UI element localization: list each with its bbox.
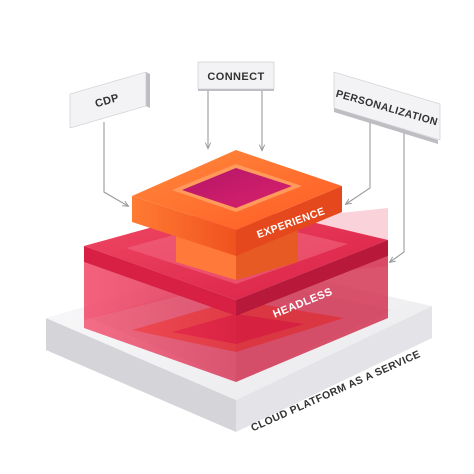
personalization-tag-face xyxy=(333,71,441,141)
headless-front-right xyxy=(236,256,388,382)
personalization-arrow-2 xyxy=(390,128,405,262)
connect-tag-face xyxy=(197,61,275,90)
experience-layer xyxy=(132,150,342,256)
cdp-arrow xyxy=(103,122,128,206)
experience-core xyxy=(182,168,292,208)
cdp-tag-side xyxy=(146,72,150,108)
headless-rim-right xyxy=(236,240,388,316)
experience-right xyxy=(236,186,342,256)
connector-arrows xyxy=(103,90,405,262)
personalization-tag: PERSONALIZATION xyxy=(333,71,441,144)
connect-tag-side xyxy=(198,88,274,91)
connect-label: CONNECT xyxy=(207,71,264,83)
headless-front-left xyxy=(84,262,236,382)
personalization-tag-side xyxy=(334,108,438,144)
personalization-arrow-1 xyxy=(346,118,371,204)
cdp-tag-face xyxy=(69,71,147,129)
cdp-tag: CDP xyxy=(69,71,150,129)
connect-tag: CONNECT xyxy=(197,61,275,91)
headless-rim-left xyxy=(84,246,236,316)
experience-left xyxy=(132,196,236,256)
base-slab-right xyxy=(236,306,432,432)
base-slab-left xyxy=(46,318,236,432)
